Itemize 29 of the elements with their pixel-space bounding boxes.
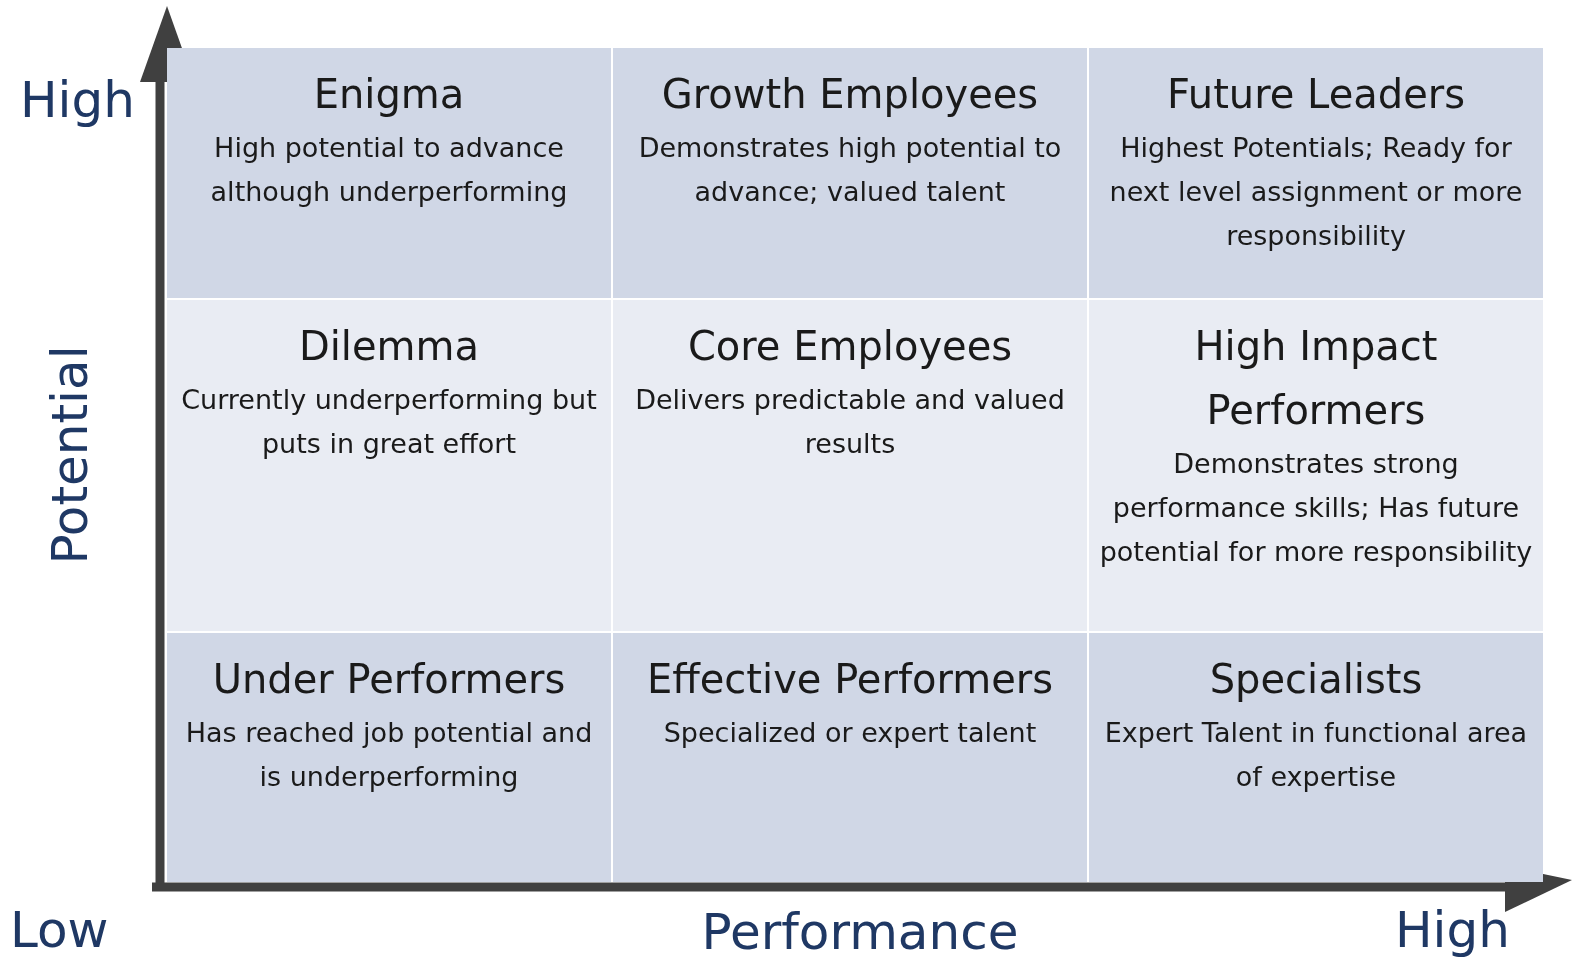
grid-cell — [613, 48, 1087, 298]
category-heading: Growth Employees — [660, 70, 1040, 119]
axis-title: Potential — [45, 345, 95, 565]
category-description: Has reached job potential and is underperforming — [184, 716, 594, 794]
category-description: Highest Potentials; Ready for next level assignment or more responsibility — [1108, 131, 1524, 253]
category-heading: Future Leaders — [1165, 70, 1467, 119]
category-description: Expert Talent in functional area of expertise — [1103, 716, 1529, 794]
category-heading: Under Performers — [211, 655, 567, 704]
category-heading: Core Employees — [686, 322, 1014, 371]
axis-title: Performance — [701, 907, 1019, 957]
axis-end-label: High — [20, 75, 135, 125]
category-heading: High Impact Performers — [1193, 322, 1439, 435]
category-description: Demonstrates high potential to advance; valued talent — [637, 131, 1063, 209]
category-description: Specialized or expert talent — [662, 716, 1038, 750]
category-description: High potential to advance although underperforming — [209, 131, 569, 209]
category-description: Currently underperforming but puts in great effort — [180, 383, 598, 461]
axis-end-label: Low — [10, 905, 109, 955]
grid-cell — [1089, 48, 1543, 298]
category-heading: Specialists — [1208, 655, 1424, 704]
category-description: Delivers predictable and valued results — [634, 383, 1066, 461]
category-heading: Dilemma — [297, 322, 481, 371]
category-heading: Effective Performers — [645, 655, 1055, 704]
category-description: Demonstrates strong performance skills; Has future potential for more responsibility — [1099, 447, 1533, 569]
grid-cell — [167, 48, 611, 298]
category-heading: Enigma — [312, 70, 466, 119]
axis-end-label: High — [1395, 905, 1510, 955]
grid-cell — [1089, 633, 1543, 882]
grid-cell — [613, 633, 1087, 882]
grid-cell — [167, 633, 611, 882]
